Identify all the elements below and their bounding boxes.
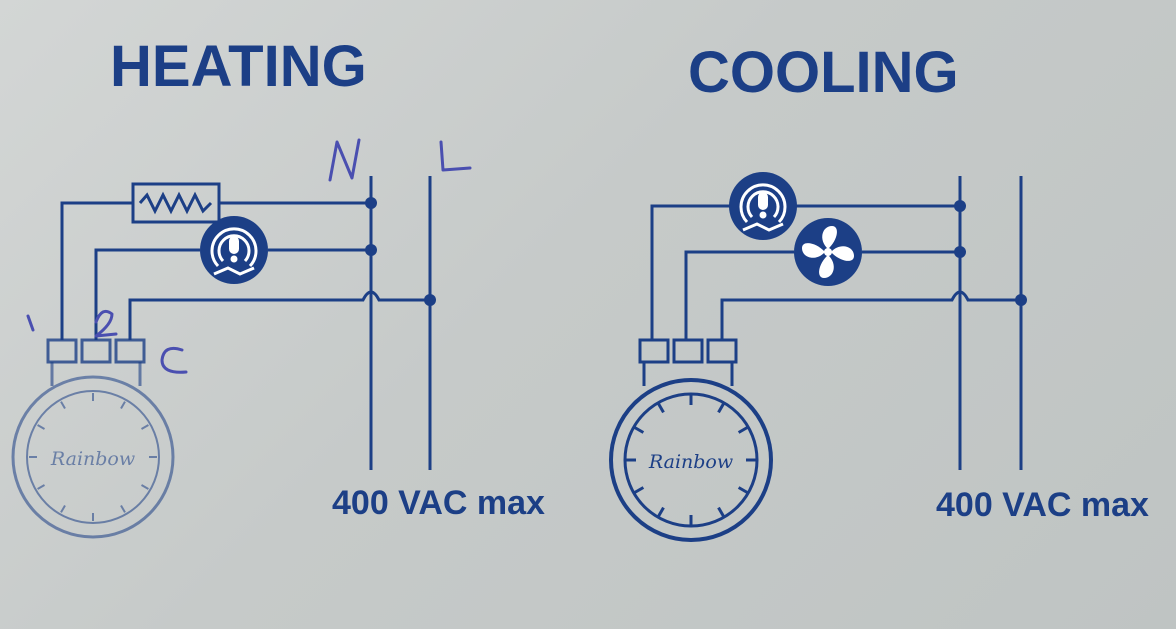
- alarm-indicator-icon: [200, 216, 268, 284]
- heating-thermostat-terminals: [46, 338, 146, 386]
- heating-dial-tick: [140, 484, 149, 490]
- cooling-thermostat-dial: Rainbow: [609, 378, 773, 542]
- heating-handwritten-c: [160, 346, 188, 374]
- cooling-title: COOLING: [688, 40, 959, 105]
- cooling-dial-tick: [737, 426, 749, 434]
- fan-icon: [794, 218, 862, 286]
- cooling-dial-tick: [737, 486, 749, 494]
- cooling-dial-tick: [633, 426, 645, 434]
- heating-handwritten-l: [439, 140, 472, 172]
- heating-wire-terminal-c: [128, 290, 430, 340]
- heating-junction-neutral-2: [365, 244, 377, 256]
- heating-section: HEATING: [11, 34, 545, 539]
- heating-dial-tick: [140, 424, 149, 430]
- cooling-dial-tick: [657, 402, 665, 414]
- cooling-dial-tick: [717, 402, 725, 414]
- heating-dial-tick: [120, 401, 126, 410]
- cooling-junction-neutral-1: [954, 200, 966, 212]
- heating-handwritten-1: [26, 314, 35, 332]
- heater-resistor-icon: [131, 182, 221, 224]
- cooling-section: COOLING: [609, 40, 1149, 542]
- cooling-wire-terminal-c: [720, 290, 1021, 340]
- heating-dial-brand: Rainbow: [50, 448, 135, 470]
- cooling-dial-tick: [657, 506, 665, 518]
- cooling-dial-tick: [717, 506, 725, 518]
- heating-dial-tick: [60, 504, 66, 513]
- cooling-dial-brand: Rainbow: [648, 451, 733, 473]
- cooling-dial-tick: [633, 486, 645, 494]
- cooling-voltage-label: 400 VAC max: [936, 486, 1149, 524]
- heating-title: HEATING: [110, 34, 367, 99]
- heating-wire-terminal-2: [94, 248, 200, 340]
- cooling-junction-neutral-2: [954, 246, 966, 258]
- heating-junction-neutral-1: [365, 197, 377, 209]
- heating-dial-tick: [37, 424, 46, 430]
- heating-dial-tick: [120, 504, 126, 513]
- cooling-junction-live: [1015, 294, 1027, 306]
- heating-dial-tick: [60, 401, 66, 410]
- alarm-indicator-icon: [729, 172, 797, 240]
- heating-handwritten-n: [328, 138, 361, 182]
- heating-wire-terminal-1: [60, 201, 133, 340]
- heating-junction-live: [424, 294, 436, 306]
- heating-voltage-label: 400 VAC max: [332, 484, 545, 522]
- heating-dial-tick: [37, 484, 46, 490]
- heating-handwritten-2: [94, 309, 118, 338]
- cooling-wire-terminal-1: [650, 204, 730, 340]
- heating-thermostat-dial: Rainbow: [11, 375, 175, 539]
- cooling-thermostat-terminals: [638, 338, 738, 386]
- cooling-wire-terminal-2: [684, 250, 794, 340]
